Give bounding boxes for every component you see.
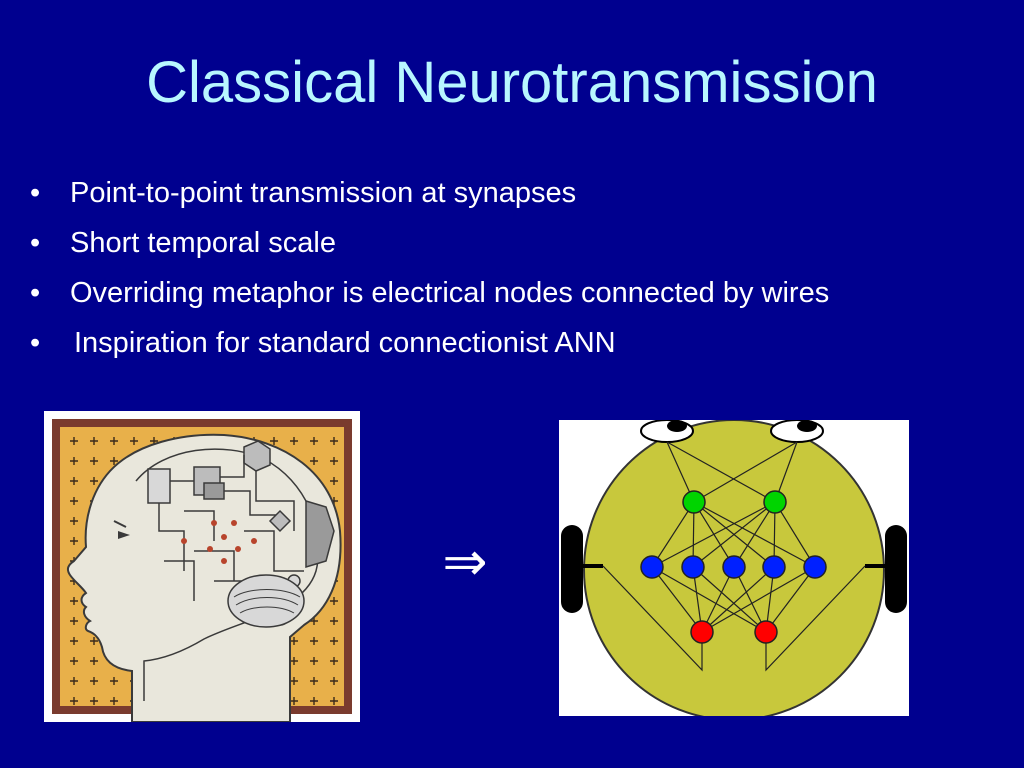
bullet-item: • Short temporal scale (30, 226, 829, 276)
slide-title: Classical Neurotransmission (146, 50, 878, 115)
implies-arrow-icon: ⇒ (442, 532, 488, 592)
bullet-text: Inspiration for standard connectionist A… (74, 327, 616, 359)
bullet-marker: • (30, 327, 41, 359)
robot-neural-network-icon (559, 420, 909, 716)
head-with-circuit-brain-icon (44, 411, 360, 722)
bullet-marker: • (30, 227, 41, 259)
bullet-item: • Point-to-point transmission at synapse… (30, 176, 829, 226)
bullet-text: Overriding metaphor is electrical nodes … (70, 277, 830, 309)
bullet-item: • Overriding metaphor is electrical node… (30, 276, 829, 326)
bullet-list: • Point-to-point transmission at synapse… (30, 176, 829, 376)
bullet-text: Short temporal scale (70, 227, 336, 259)
bullet-marker: • (30, 177, 41, 209)
bullet-item: • Inspiration for standard connectionist… (30, 326, 829, 376)
bullet-text: Point-to-point transmission at synapses (70, 177, 577, 209)
bullet-marker: • (30, 277, 41, 309)
